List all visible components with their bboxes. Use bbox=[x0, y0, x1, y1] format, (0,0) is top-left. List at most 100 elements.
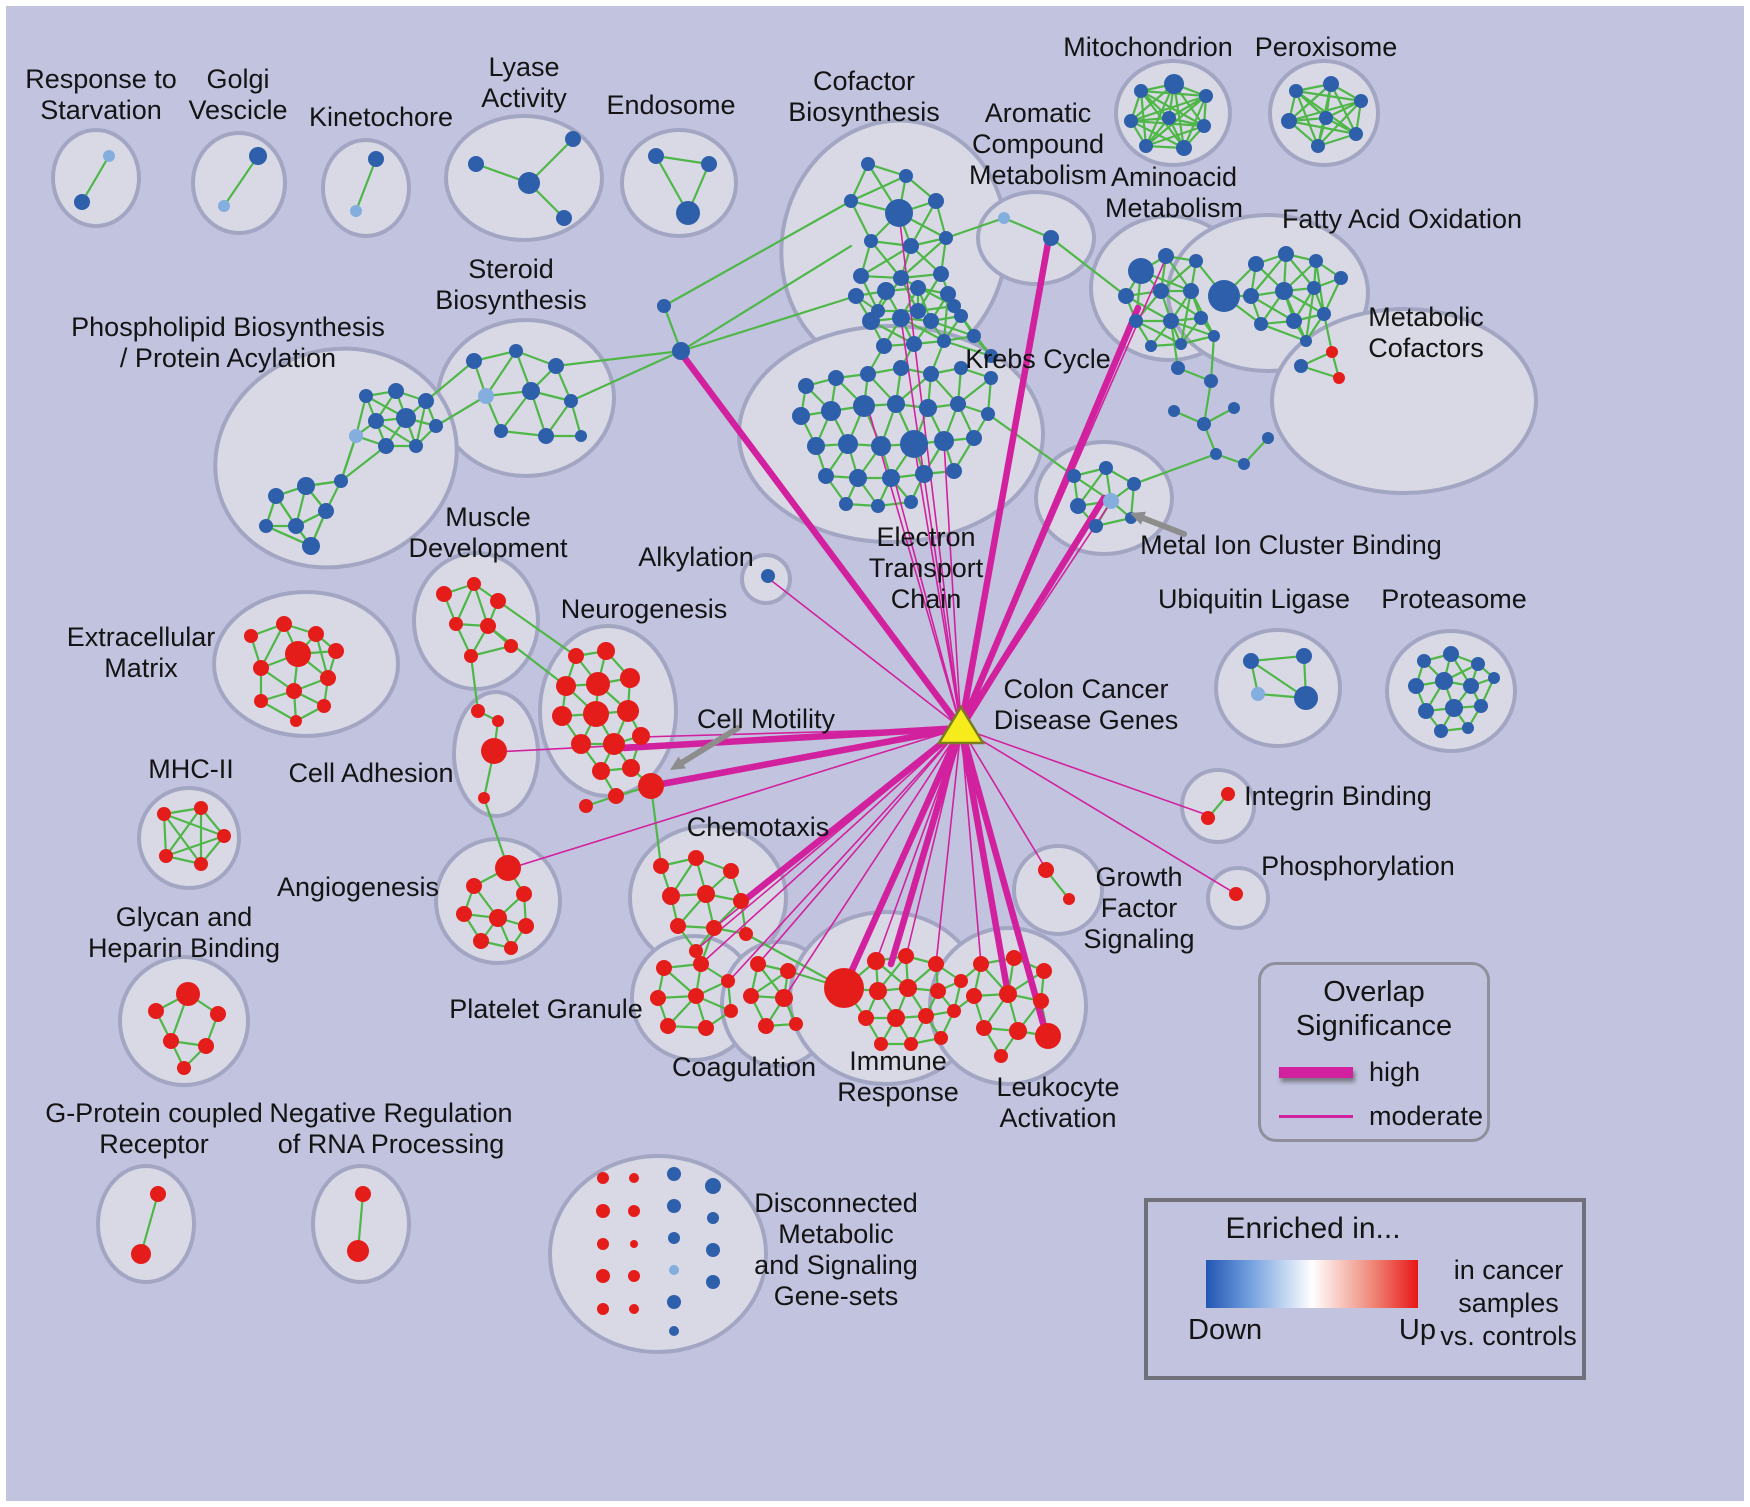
gene-set-node bbox=[876, 338, 892, 354]
overlap-edge-moderate bbox=[757, 727, 962, 965]
gene-set-node bbox=[1418, 703, 1434, 719]
gene-set-node bbox=[629, 1304, 639, 1314]
gene-set-node bbox=[750, 956, 766, 972]
gene-set-node bbox=[1238, 458, 1250, 470]
gene-set-node bbox=[910, 303, 926, 319]
gene-set-node bbox=[1309, 254, 1323, 268]
inter-cluster-edge bbox=[1132, 452, 1218, 486]
gene-set-node bbox=[318, 503, 334, 519]
overlap-high-label: high bbox=[1369, 1056, 1421, 1087]
overlap-edge-moderate bbox=[767, 577, 962, 729]
gene-set-node bbox=[1036, 963, 1052, 979]
gene-set-node bbox=[706, 1275, 720, 1289]
gene-set-node bbox=[1197, 119, 1211, 133]
gene-set-node bbox=[798, 378, 814, 394]
overlap-edge-moderate bbox=[960, 727, 1237, 895]
gene-set-node bbox=[994, 1049, 1008, 1063]
gene-set-node bbox=[368, 151, 384, 167]
cluster-label-metabolic-cofactors: Metabolic Cofactors bbox=[1368, 302, 1484, 363]
gene-set-node bbox=[1294, 359, 1308, 373]
inter-cluster-edge bbox=[554, 349, 683, 368]
layer-top bbox=[670, 511, 1187, 770]
gene-set-node bbox=[1319, 111, 1333, 125]
layer-nodes bbox=[74, 74, 1500, 1336]
gene-set-edge bbox=[1316, 99, 1363, 148]
inter-cluster-edge bbox=[1049, 236, 1128, 298]
gene-set-node bbox=[1067, 469, 1081, 483]
gene-set-node bbox=[1189, 254, 1203, 268]
legend-overlap-moderate-row: moderate bbox=[1279, 1101, 1487, 1131]
cluster-label-aminoacid-metabolism: Aminoacid Metabolism bbox=[1104, 162, 1244, 223]
gene-set-node bbox=[1294, 686, 1318, 710]
gene-set-node bbox=[1221, 787, 1235, 801]
gene-set-node bbox=[933, 266, 949, 282]
gene-set-node bbox=[564, 394, 578, 408]
gene-set-node bbox=[575, 430, 587, 442]
gene-set-node bbox=[660, 1018, 676, 1034]
gene-set-node bbox=[818, 468, 834, 484]
gene-set-node bbox=[1128, 258, 1154, 284]
gene-set-node bbox=[984, 371, 998, 385]
gene-set-node bbox=[1262, 432, 1274, 444]
cluster-bubble-growth-factor-signaling bbox=[1012, 844, 1104, 936]
gene-set-node bbox=[349, 429, 363, 443]
gene-set-node bbox=[276, 616, 292, 632]
overlap-edge-moderate bbox=[727, 727, 962, 983]
gene-set-node bbox=[583, 701, 609, 727]
gene-set-node bbox=[934, 431, 954, 451]
gene-set-node bbox=[320, 670, 336, 686]
gene-set-edge bbox=[222, 154, 260, 208]
gene-set-node bbox=[456, 906, 472, 922]
gene-set-edge bbox=[1124, 294, 1173, 323]
gene-set-node bbox=[285, 641, 311, 667]
gene-set-edge bbox=[849, 174, 908, 203]
cluster-label-chemotaxis: Chemotaxis bbox=[686, 812, 830, 842]
gene-set-node bbox=[449, 617, 463, 631]
gene-set-node bbox=[1311, 139, 1325, 153]
gene-set-node bbox=[597, 642, 615, 660]
gene-set-node bbox=[1462, 722, 1474, 734]
inter-cluster-edge bbox=[486, 624, 568, 688]
gene-set-node bbox=[906, 336, 922, 352]
gene-set-node bbox=[592, 762, 610, 780]
cluster-bubble-glycan-heparin-binding bbox=[118, 955, 250, 1087]
gene-set-node bbox=[1063, 893, 1075, 905]
gene-set-node bbox=[210, 1006, 226, 1022]
gene-set-node bbox=[629, 1173, 639, 1183]
cluster-label-cell-adhesion: Cell Adhesion bbox=[288, 758, 454, 788]
gene-set-node bbox=[698, 1020, 714, 1036]
cluster-label-kinetochore: Kinetochore bbox=[308, 102, 454, 132]
gene-set-node bbox=[1183, 283, 1199, 299]
gene-set-node bbox=[148, 1003, 164, 1019]
gene-set-node bbox=[1275, 282, 1293, 300]
gene-set-node bbox=[934, 1031, 948, 1045]
overlap-edge-moderate bbox=[960, 727, 982, 965]
gene-set-node bbox=[904, 495, 918, 509]
gene-set-edge bbox=[1202, 379, 1213, 426]
gene-set-node bbox=[350, 205, 362, 217]
gene-set-node bbox=[739, 927, 753, 941]
gene-set-node bbox=[489, 909, 507, 927]
cluster-label-neurogenesis: Neurogenesis bbox=[560, 594, 728, 624]
overlap-edge-moderate bbox=[783, 727, 962, 999]
gene-set-node bbox=[877, 282, 895, 300]
gene-set-node bbox=[1417, 654, 1431, 668]
gene-set-node bbox=[620, 668, 640, 688]
gene-set-node bbox=[249, 147, 267, 165]
gene-set-node bbox=[688, 850, 704, 866]
gene-set-node bbox=[844, 194, 858, 208]
gene-set-node bbox=[334, 474, 348, 488]
cluster-label-extracellular-matrix: Extracellular Matrix bbox=[66, 622, 216, 683]
gene-set-node bbox=[706, 920, 722, 936]
gene-set-node bbox=[954, 361, 968, 375]
gene-set-node bbox=[858, 1010, 874, 1026]
overlap-edge-high bbox=[957, 494, 1108, 732]
gene-set-node bbox=[950, 396, 966, 412]
gene-set-node bbox=[697, 885, 715, 903]
gene-set-node bbox=[918, 1008, 934, 1024]
gene-set-node bbox=[928, 956, 944, 972]
cluster-bubble-muscle-development bbox=[412, 551, 540, 691]
gene-set-node bbox=[504, 941, 518, 955]
gene-set-node bbox=[1175, 338, 1187, 350]
